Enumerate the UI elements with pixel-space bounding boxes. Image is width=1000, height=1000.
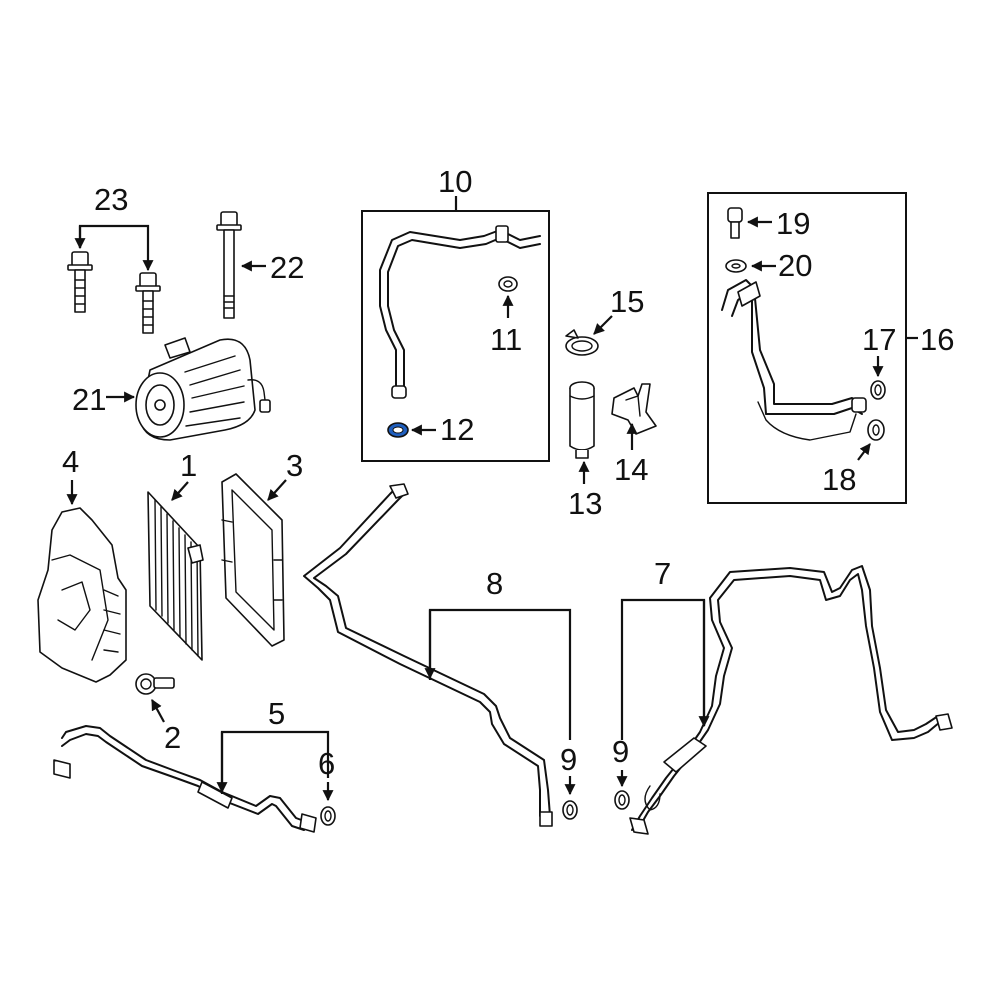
callout-19: 19 — [776, 206, 810, 241]
callout-9b: 9 — [612, 734, 629, 769]
group-box-16 — [707, 192, 907, 504]
part-6-o-ring[interactable]: 6 — [318, 746, 336, 826]
bolt-23-right — [135, 272, 161, 334]
part-7-hose[interactable]: 7 — [620, 556, 953, 835]
part-20-o-ring[interactable]: 20 — [725, 248, 812, 283]
callout-22: 22 — [270, 250, 304, 285]
part-15-clamp[interactable]: 15 — [565, 284, 644, 356]
part-21-compressor[interactable]: 21 — [72, 337, 271, 441]
part-11-o-ring[interactable]: 11 — [490, 276, 522, 357]
part-5-hose[interactable]: 5 — [53, 696, 330, 833]
part-2-bolt[interactable]: 2 — [135, 673, 181, 755]
part-19-valve-core[interactable]: 19 — [727, 206, 810, 241]
callout-10: 10 — [438, 164, 472, 199]
part-1-condenser[interactable]: 1 — [147, 448, 204, 661]
part-3-radiator-frame[interactable]: 3 — [221, 448, 303, 647]
part-14-bracket[interactable]: 14 — [611, 383, 657, 487]
callout-13: 13 — [568, 486, 602, 521]
callout-7: 7 — [654, 556, 671, 591]
part-12-o-ring[interactable]: 12 — [387, 412, 474, 447]
part-13-drier[interactable]: 13 — [568, 381, 602, 521]
callout-15: 15 — [610, 284, 644, 319]
part-8-hose[interactable]: 8 — [303, 483, 572, 827]
part-17-o-ring[interactable]: 17 — [862, 322, 906, 400]
callout-20: 20 — [778, 248, 812, 283]
callout-2: 2 — [164, 720, 181, 755]
callout-23: 23 — [94, 182, 128, 217]
callout-9a: 9 — [560, 742, 577, 777]
callout-5: 5 — [268, 696, 285, 731]
callout-12: 12 — [440, 412, 474, 447]
callout-1: 1 — [180, 448, 197, 483]
part-16-valve-pipe[interactable] — [721, 279, 867, 441]
callout-8: 8 — [486, 566, 503, 601]
part-9-o-ring-b[interactable]: 9 — [612, 734, 630, 810]
callout-18: 18 — [822, 462, 856, 497]
part-9-o-ring-a[interactable]: 9 — [560, 742, 578, 820]
part-4-shroud[interactable]: 4 — [37, 444, 127, 683]
callout-16: 16 — [920, 322, 954, 357]
callout-4: 4 — [62, 444, 79, 479]
part-18-o-ring[interactable]: 18 — [822, 419, 885, 497]
callout-3: 3 — [286, 448, 303, 483]
part-10-group: 10 11 12 — [361, 164, 550, 462]
callout-14: 14 — [614, 452, 648, 487]
part-10-pipe[interactable] — [379, 225, 541, 399]
part-22-long-bolt[interactable]: 22 — [216, 211, 304, 319]
callout-17: 17 — [862, 322, 896, 357]
part-16-group: 16 19 20 17 — [707, 192, 954, 504]
callout-11: 11 — [490, 322, 522, 357]
callout-6: 6 — [318, 746, 335, 781]
part-23-bolts[interactable]: 23 — [67, 182, 161, 334]
callout-21: 21 — [72, 382, 106, 417]
bolt-23-left — [67, 251, 93, 313]
